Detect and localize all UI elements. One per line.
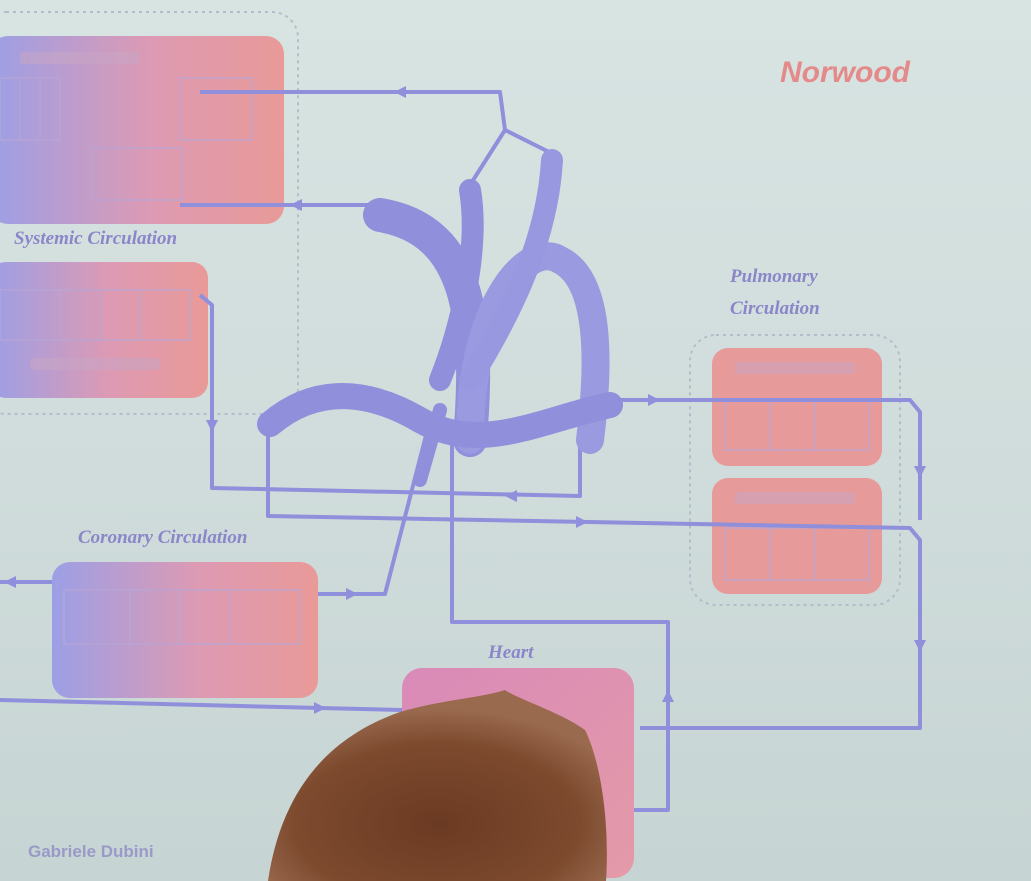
coronary-box <box>52 562 318 698</box>
box-captions <box>20 52 855 504</box>
circuit-details <box>0 77 870 645</box>
systemic-upper-box <box>0 36 284 224</box>
pulmonary-label-line1: Pulmonary <box>730 266 818 287</box>
pulmonary-upper-box <box>712 348 882 466</box>
flow-arrows <box>4 86 926 714</box>
author-footer: Gabriele Dubini <box>28 842 154 861</box>
vessel-anatomy <box>257 149 623 487</box>
heart-label: Heart <box>488 642 534 663</box>
pulmonary-group-border <box>689 334 901 606</box>
pulmonary-lower-box <box>712 478 882 594</box>
slide-title: Norwood <box>780 56 910 89</box>
systemic-circulation-label: Systemic Circulation <box>14 228 178 249</box>
coronary-circulation-label: Coronary Circulation <box>78 527 248 548</box>
pulmonary-label-line2: Circulation <box>730 298 820 319</box>
systemic-group-border <box>0 11 299 415</box>
